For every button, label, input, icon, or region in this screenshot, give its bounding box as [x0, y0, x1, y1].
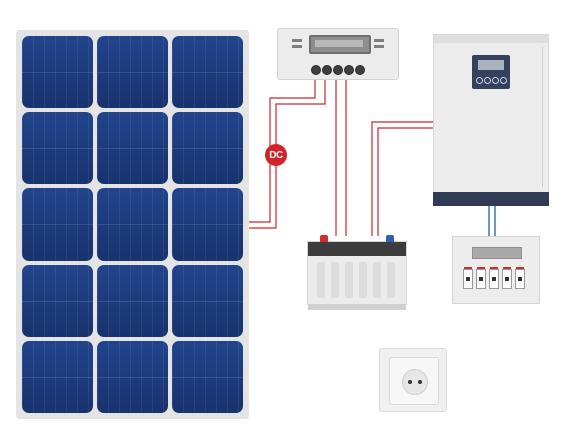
solar-cell: [172, 340, 243, 413]
breaker-switch: [489, 267, 499, 289]
inverter-control-panel: [472, 55, 510, 89]
solar-cell: [172, 188, 243, 261]
solar-cell: [97, 36, 168, 109]
inverter-icon: [433, 34, 549, 206]
positive-terminal-icon: [320, 235, 328, 243]
negative-terminal-icon: [386, 235, 394, 243]
wire-panel-controller-a: [249, 74, 316, 223]
solar-cell: [172, 36, 243, 109]
solar-cell: [22, 188, 93, 261]
solar-cell: [97, 340, 168, 413]
solar-cell: [172, 264, 243, 337]
solar-cell: [97, 112, 168, 185]
breaker-switch: [463, 267, 473, 289]
breaker-display: [472, 247, 522, 259]
solar-cell: [22, 264, 93, 337]
charge-controller-icon: [277, 28, 399, 80]
inverter-display: [478, 60, 504, 70]
solar-cell: [97, 264, 168, 337]
socket-outlet: [402, 369, 428, 395]
wire-inverter-battery-a: [371, 121, 433, 236]
battery-icon: [307, 235, 407, 310]
solar-cell: [97, 188, 168, 261]
solar-cell: [22, 340, 93, 413]
breaker-box-icon: [452, 236, 540, 304]
breaker-switch: [515, 267, 525, 289]
breaker-switch: [502, 267, 512, 289]
solar-cell: [22, 36, 93, 109]
dc-badge: DC: [265, 144, 287, 166]
terminal-strip: [311, 65, 367, 75]
indicator-light: [374, 39, 384, 42]
wire-inverter-battery-b: [377, 127, 433, 236]
breaker-switch: [476, 267, 486, 289]
indicator-light: [374, 45, 384, 48]
solar-cell: [22, 112, 93, 185]
indicator-light: [292, 45, 302, 48]
solar-cell: [172, 112, 243, 185]
indicator-light: [292, 39, 302, 42]
power-socket-icon: [379, 348, 447, 412]
controller-display: [309, 35, 371, 54]
solar-panel-icon: [16, 30, 249, 419]
wire-panel-controller-b: [249, 74, 326, 229]
